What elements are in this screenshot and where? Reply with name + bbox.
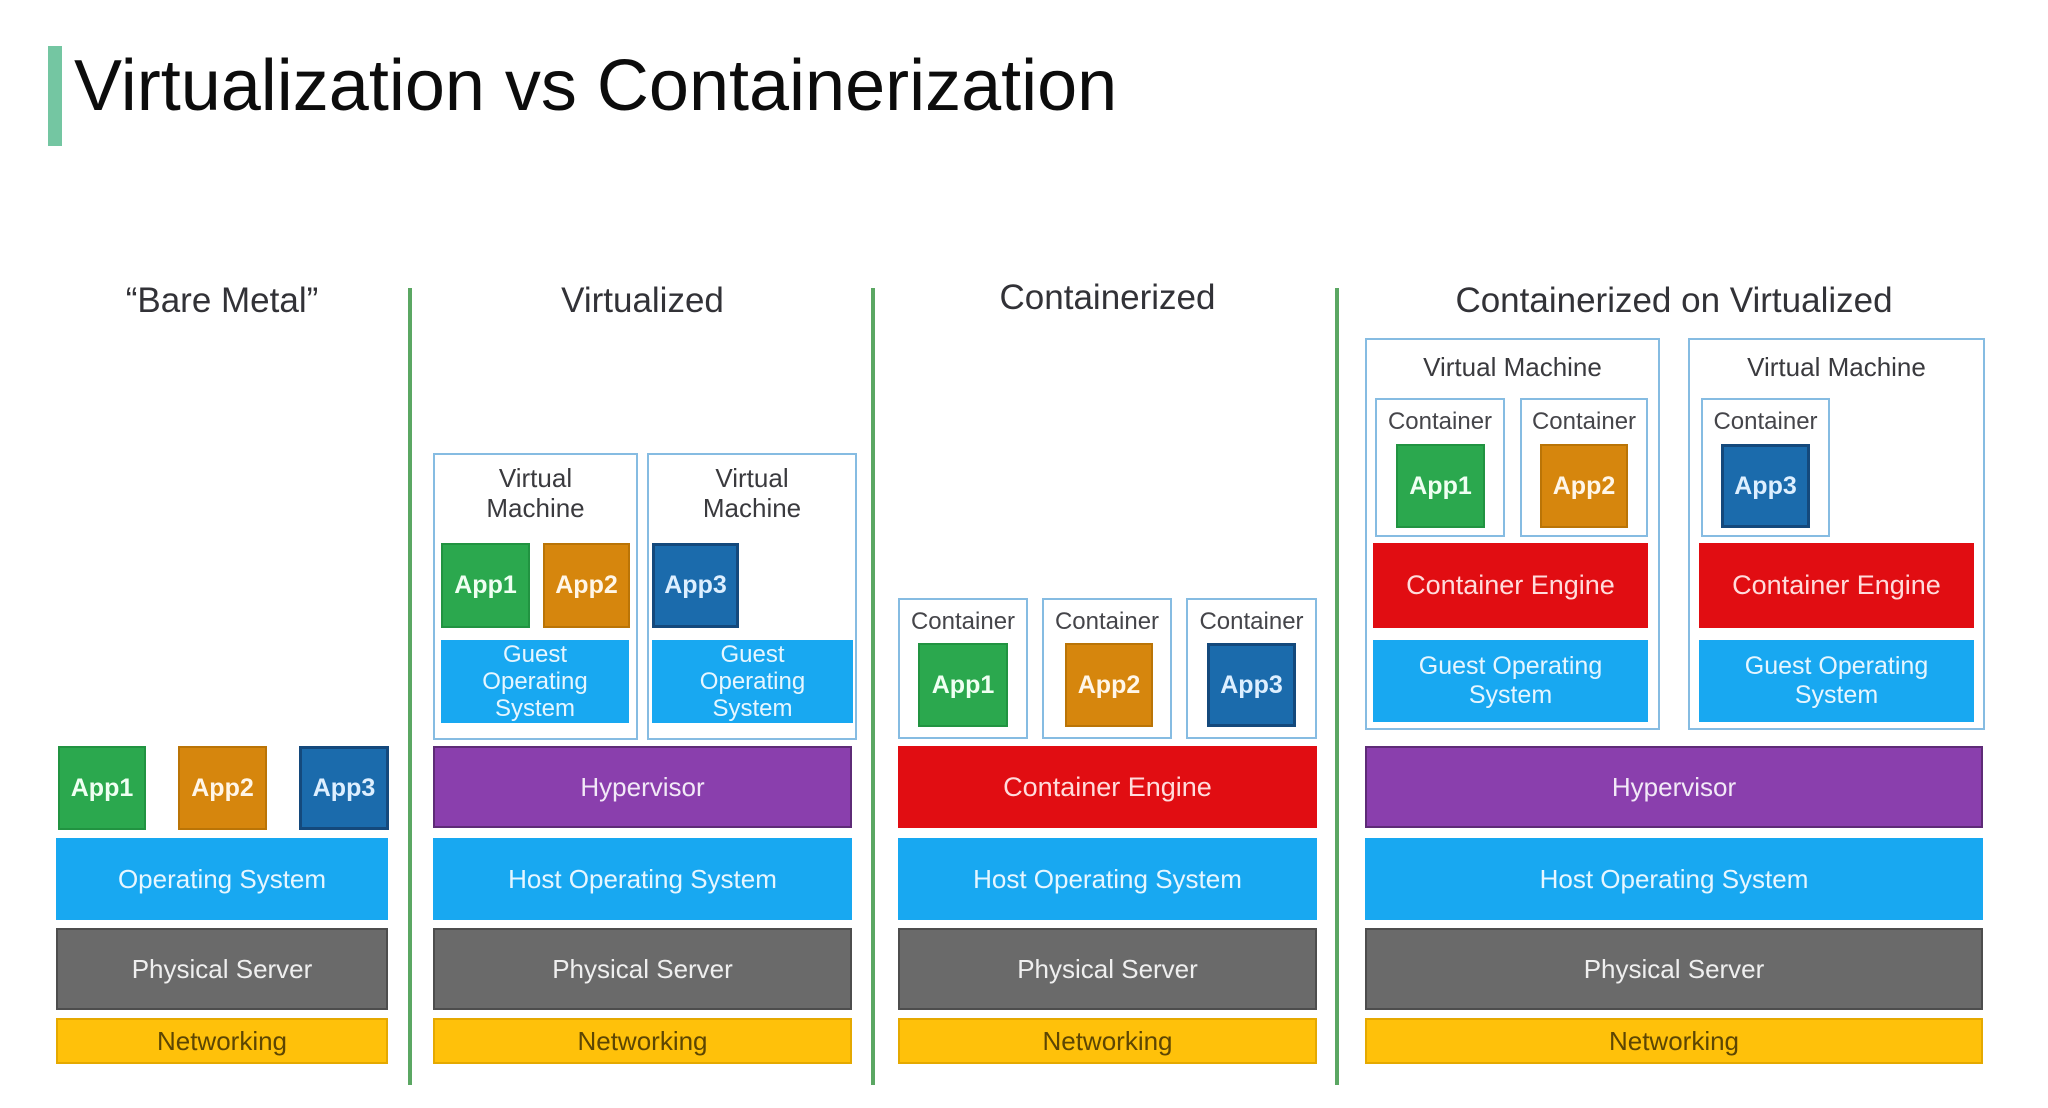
app3-box: App3 xyxy=(1207,643,1296,727)
app2-box: App2 xyxy=(1065,643,1153,727)
app1-box: App1 xyxy=(441,543,530,628)
page-title: Virtualization vs Containerization xyxy=(74,46,1118,126)
physical-server-bar: Physical Server xyxy=(898,928,1317,1010)
app1-box: App1 xyxy=(1396,444,1485,528)
column-header-containerized: Containerized xyxy=(999,278,1216,317)
guest-os-bar: Guest Operating System xyxy=(1699,640,1974,722)
title-accent-bar xyxy=(48,46,62,146)
column-header-containerized-on-virtualized: Containerized on Virtualized xyxy=(1455,281,1893,320)
app2-box: App2 xyxy=(1540,444,1628,528)
column-divider xyxy=(1335,288,1339,1085)
app1-box: App1 xyxy=(58,746,146,830)
networking-bar: Networking xyxy=(898,1018,1317,1064)
host-os-bar: Host Operating System xyxy=(433,838,852,920)
app3-box: App3 xyxy=(1721,444,1810,528)
physical-server-bar: Physical Server xyxy=(1365,928,1983,1010)
app1-box: App1 xyxy=(918,643,1008,727)
networking-bar: Networking xyxy=(1365,1018,1983,1064)
container-engine-bar: Container Engine xyxy=(898,746,1317,828)
guest-os-bar: Guest Operating System xyxy=(652,640,853,723)
hypervisor-bar: Hypervisor xyxy=(433,746,852,828)
container-engine-bar: Container Engine xyxy=(1373,543,1648,628)
app3-box: App3 xyxy=(652,543,739,628)
networking-bar: Networking xyxy=(433,1018,852,1064)
physical-server-bar: Physical Server xyxy=(433,928,852,1010)
virtual-machine-label: Virtual Machine xyxy=(1423,352,1602,382)
physical-server-bar: Physical Server xyxy=(56,928,388,1010)
virtual-machine-label: Virtual Machine xyxy=(486,463,585,523)
app3-box: App3 xyxy=(299,746,389,830)
host-os-bar: Host Operating System xyxy=(898,838,1317,920)
column-header-virtualized: Virtualized xyxy=(561,281,724,320)
operating-system-bar: Operating System xyxy=(56,838,388,920)
column-divider xyxy=(408,288,412,1085)
virtual-machine-label: Virtual Machine xyxy=(702,463,802,523)
host-os-bar: Host Operating System xyxy=(1365,838,1983,920)
app2-box: App2 xyxy=(178,746,267,830)
guest-os-bar: Guest Operating System xyxy=(1373,640,1648,722)
container-engine-bar: Container Engine xyxy=(1699,543,1974,628)
guest-os-bar: Guest Operating System xyxy=(441,640,629,723)
virtual-machine-label: Virtual Machine xyxy=(1747,352,1926,382)
column-header-bare-metal: “Bare Metal” xyxy=(125,281,319,320)
networking-bar: Networking xyxy=(56,1018,388,1064)
hypervisor-bar: Hypervisor xyxy=(1365,746,1983,828)
column-divider xyxy=(871,288,875,1085)
app2-box: App2 xyxy=(543,543,630,628)
